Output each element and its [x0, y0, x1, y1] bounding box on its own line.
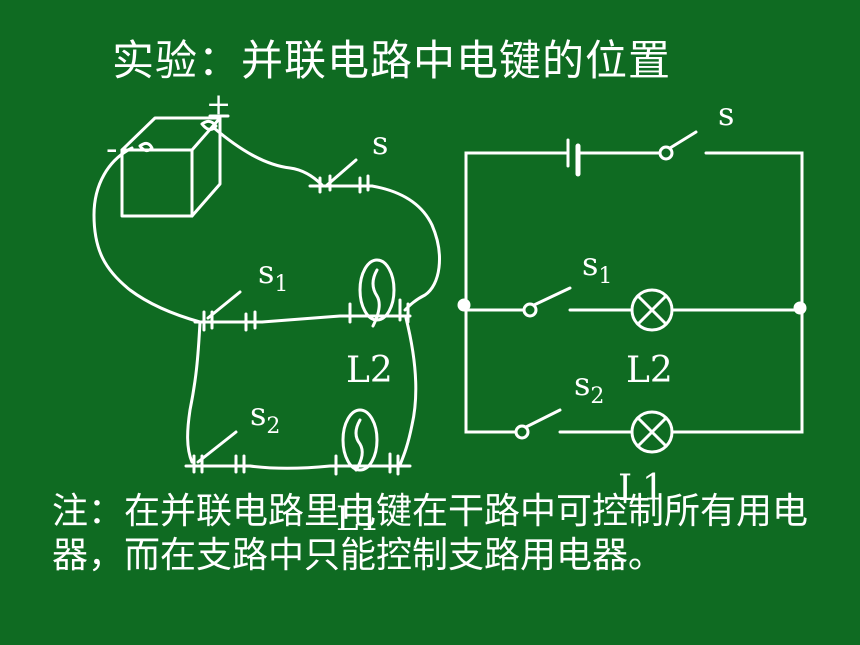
sketch-battery-minus-label: -: [106, 129, 118, 169]
sketch-switch-1-label: s1: [258, 253, 288, 297]
explanation-note: 注：在并联电路里电键在干路中可控制所有用电器，而在支路中只能控制支路用电器。: [52, 491, 809, 576]
sketch-switch-1-base: s: [258, 253, 274, 291]
schematic-switch-2: [514, 408, 562, 440]
schematic-switch-main-label: s: [718, 95, 734, 133]
schematic-circuit: [457, 130, 807, 454]
schematic-lamp-2-label: L2: [626, 350, 673, 391]
sketch-lamp-2-label: L2: [346, 350, 393, 391]
schematic-switch-1-sub: 1: [598, 264, 612, 289]
schematic-switch-2-sub: 2: [590, 384, 604, 409]
sketch-wire-main-top: [212, 126, 324, 187]
sketch-circuit: [92, 114, 441, 476]
schematic-switch-1-base: s: [582, 245, 598, 283]
sketch-switch-2: [184, 430, 252, 474]
schematic-switch-main: [658, 130, 698, 161]
slide-title: 实验：并联电路中电键的位置: [112, 36, 672, 85]
sketch-wire-left-loop: [92, 146, 202, 324]
sketch-wire-left-vertical: [186, 320, 202, 464]
schematic-lamp-1: [630, 410, 674, 454]
schematic-switch-1: [522, 286, 572, 318]
schematic-top-wire-right: [704, 151, 804, 308]
schematic-battery-icon: [566, 138, 662, 177]
sketch-switch-2-base: s: [250, 395, 266, 433]
sketch-wire-right-vertical: [398, 316, 418, 467]
sketch-switch-2-sub: 2: [266, 414, 280, 439]
sketch-wire-right-loop: [370, 184, 441, 312]
schematic-junction-right: [793, 301, 807, 315]
sketch-lamp-1-label: L1: [336, 499, 380, 539]
schematic-lamp-2: [630, 288, 674, 332]
sketch-switch-1-sub: 1: [274, 272, 288, 297]
battery-icon: [120, 114, 230, 218]
schematic-junction-left: [457, 298, 471, 312]
schematic-switch-1-label: s1: [582, 245, 612, 289]
schematic-top-wire-left: [464, 151, 570, 308]
sketch-switch-main: [308, 158, 374, 194]
schematic-branch-2-wire: [464, 304, 804, 434]
sketch-battery-plus-label: +: [206, 87, 231, 122]
schematic-switch-2-base: s: [574, 365, 590, 403]
schematic-lamp-1-label: L1: [618, 468, 665, 509]
schematic-switch-2-label: s2: [574, 365, 604, 409]
sketch-switch-2-label: s2: [250, 395, 280, 439]
sketch-switch-main-label: s: [372, 124, 388, 162]
sketch-lamp-1: [248, 408, 412, 476]
sketch-switch-1: [193, 290, 264, 332]
sketch-lamp-2: [260, 258, 412, 328]
